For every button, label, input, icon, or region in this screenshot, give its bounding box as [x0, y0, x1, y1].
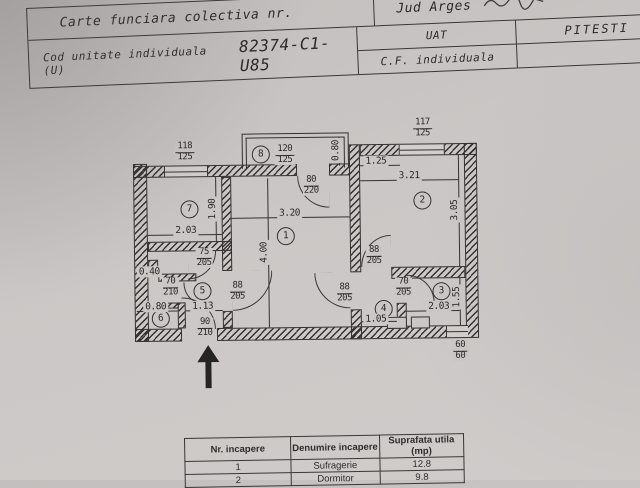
dim-label: 0.80: [330, 138, 342, 164]
wall-room2-left: [348, 144, 362, 273]
dim-label: 1.05: [363, 313, 389, 325]
dim-label: 1.13: [190, 300, 216, 312]
dim-label: 0.80: [143, 301, 169, 313]
dim-label: 1.55: [450, 284, 463, 310]
dim-label: 1.90: [206, 196, 219, 222]
room-number-2: 2: [413, 191, 432, 210]
wall-room7-right: [221, 176, 233, 271]
wall-recess: [386, 316, 407, 329]
dim-label: 0.40: [136, 266, 162, 278]
rooms-table-header: Nr. incapere: [184, 436, 292, 462]
entrance-arrow-stem: [205, 361, 212, 389]
dim-label: 3.05: [448, 197, 461, 223]
dim-label: 2.03: [426, 300, 452, 312]
wall-top-1: [132, 165, 166, 179]
rooms-table-header: Suprafata utila (mp): [378, 433, 464, 459]
dim-label: 3.20: [277, 207, 303, 219]
room-number-5: 5: [193, 282, 212, 301]
wall-right: [463, 142, 480, 338]
rooms-table-cell: 2: [185, 472, 292, 488]
room-number-7: 7: [180, 200, 199, 219]
dim-label: 3.21: [396, 170, 422, 182]
wall-left: [132, 163, 150, 343]
room-number-8: 8: [251, 145, 270, 164]
rooms-table-header: Denumire incapere: [290, 435, 380, 460]
wall-bottom-1: [134, 328, 183, 343]
wall-room7-bottom: [147, 240, 233, 252]
room-number-3: 3: [432, 282, 451, 301]
window-117: [399, 143, 444, 156]
window-60: [446, 324, 469, 339]
wall-room7-right-low: [222, 310, 233, 328]
room-number-6: 6: [151, 309, 170, 328]
dim-label: 4.00: [258, 239, 270, 265]
wall-room1-right-low: [350, 309, 363, 340]
rooms-table-cell: 9.8: [379, 469, 465, 485]
entrance-arrow: [197, 344, 220, 363]
wall-recess: [410, 316, 430, 329]
dim-label: 1.25: [363, 155, 389, 167]
wall-top-4: [359, 143, 400, 157]
dim-label: 2.03: [173, 224, 199, 237]
rooms-table-cell: Dormitor: [291, 471, 380, 486]
room-number-1: 1: [276, 227, 295, 246]
window-118: [164, 165, 208, 178]
